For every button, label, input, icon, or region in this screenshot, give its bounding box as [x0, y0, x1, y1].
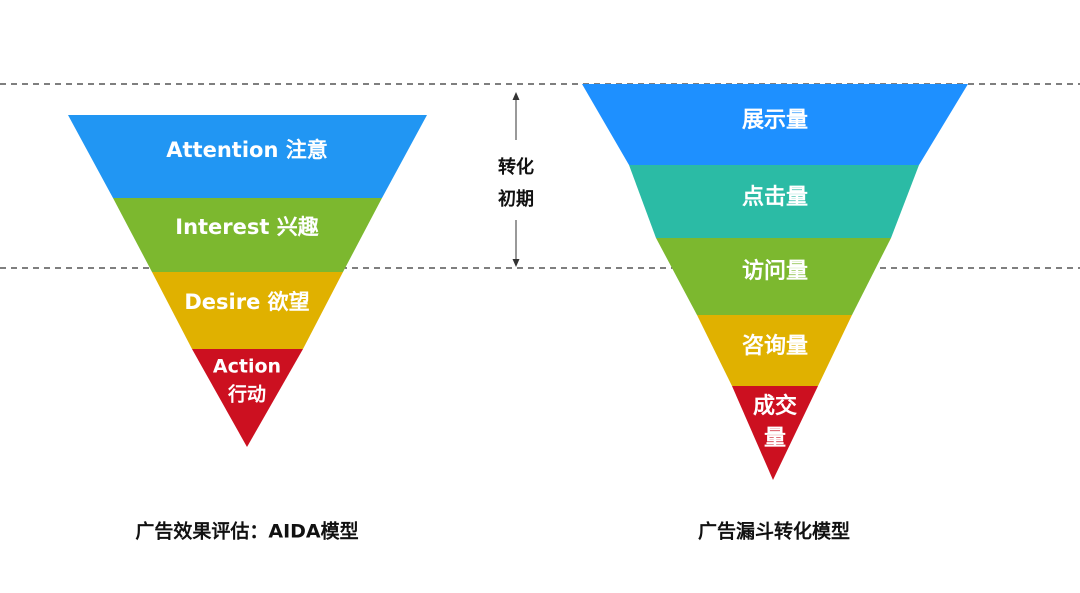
aida-caption: 广告效果评估：AIDA模型	[135, 520, 358, 543]
conversion-label-impressions: 展示量	[742, 108, 808, 133]
conversion-label-inquiries: 咨询量	[742, 333, 808, 359]
aida-label-interest: Interest 兴趣	[175, 215, 319, 239]
annotation-line-2: 初期	[498, 188, 534, 210]
conversion-range-arrow	[512, 92, 520, 267]
conversion-level-deals	[732, 386, 818, 480]
aida-funnel: Attention 注意 Interest 兴趣 Desire 欲望 Actio…	[68, 115, 427, 447]
conversion-label-clicks: 点击量	[742, 184, 808, 210]
aida-label-action-line-2: 行动	[227, 383, 266, 406]
aida-level-attention	[68, 115, 427, 198]
conversion-label-visits: 访问量	[742, 258, 808, 284]
conversion-funnel: 展示量 点击量 访问量 咨询量 成交 量	[582, 84, 968, 480]
conversion-level-impressions	[582, 84, 968, 165]
annotation-line-1: 转化	[498, 156, 534, 178]
aida-label-action-line-1: Action	[213, 356, 281, 378]
aida-label-desire: Desire 欲望	[184, 290, 309, 314]
aida-level-interest	[113, 198, 382, 272]
aida-level-desire	[152, 272, 343, 349]
conversion-caption: 广告漏斗转化模型	[698, 520, 850, 543]
aida-level-action	[192, 349, 303, 447]
aida-label-attention: Attention 注意	[166, 138, 327, 162]
conversion-level-inquiries	[697, 315, 852, 386]
conversion-label-deals-line-1: 成交	[753, 393, 797, 419]
conversion-level-clicks	[629, 165, 919, 238]
conversion-level-visits	[656, 238, 891, 315]
conversion-label-deals-line-2: 量	[764, 426, 786, 451]
